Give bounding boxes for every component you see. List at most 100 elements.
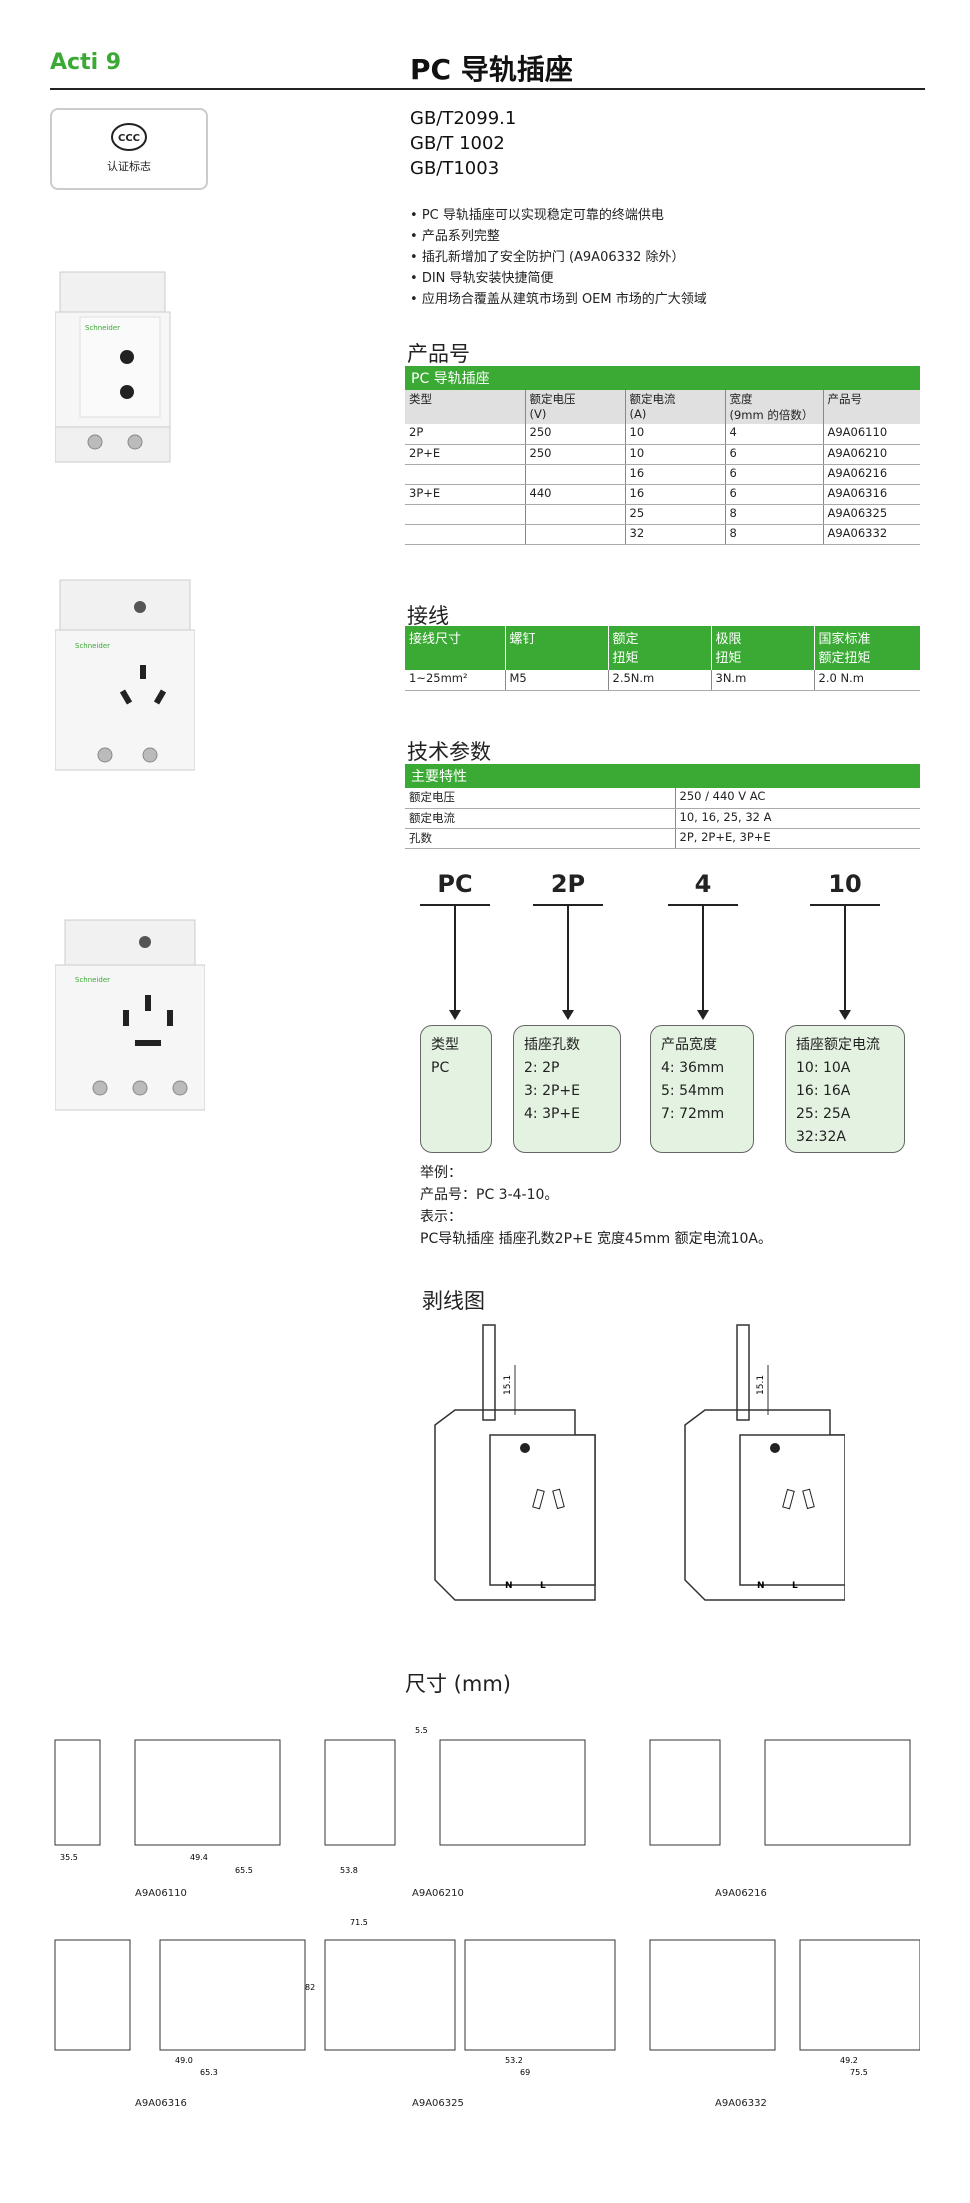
wiring-heading: 接线 (407, 604, 449, 628)
product-table-bar: PC 导轨插座 (405, 366, 920, 390)
ccc-logo-icon: CCC (111, 123, 147, 151)
header-cell: 类型 (405, 390, 526, 424)
code-part-width: 4 (694, 870, 712, 898)
strip-diagram: 15.1 15.1 N L N L (434, 1324, 845, 1601)
code-part-holes: 2P (550, 870, 586, 898)
arrow-down-icon (562, 1010, 574, 1020)
standard-1: GB/T2099.1 (410, 108, 517, 129)
cert-label: 认证标志 (107, 160, 151, 173)
svg-text:L: L (792, 1581, 798, 1591)
svg-text:5.5: 5.5 (415, 1726, 428, 1735)
tech-table-bar: 主要特性 (405, 764, 920, 788)
svg-text:Schneider: Schneider (75, 642, 110, 650)
header-cell: 螺钉 (505, 626, 609, 670)
dim-caption: A9A06110 (135, 1888, 187, 1899)
header-cell: 接线尺寸 (405, 626, 506, 670)
svg-text:49.4: 49.4 (190, 1853, 208, 1862)
dimension-drawings: 35.5 49.4 65.5 53.8 5.5 71.5 82 53.2 69 … (54, 1726, 920, 2077)
feature-item: 插孔新增加了安全防护门 (A9A06332 除外） (410, 247, 707, 268)
svg-text:35.5: 35.5 (60, 1853, 78, 1862)
code-connector (567, 906, 569, 1012)
arrow-down-icon (839, 1010, 851, 1020)
svg-text:15.1: 15.1 (503, 1375, 513, 1395)
code-example: 举例： 产品号：PC 3-4-10。 表示： PC导轨插座 插座孔数2P+E 宽… (420, 1165, 772, 1247)
code-underline (533, 904, 603, 906)
product-image-3pe: Schneider (55, 919, 205, 1111)
dim-caption: A9A06316 (135, 2098, 187, 2109)
svg-text:71.5: 71.5 (350, 1918, 368, 1927)
dim-caption: A9A06216 (715, 1888, 767, 1899)
header-divider (50, 88, 925, 90)
tech-heading: 技术参数 (407, 740, 491, 764)
header-cell: 额定扭矩 (608, 626, 712, 670)
svg-text:53.2: 53.2 (505, 2056, 523, 2065)
svg-text:Schneider: Schneider (85, 324, 120, 332)
product-image-2pe: Schneider (55, 579, 195, 771)
dims-heading: 尺寸 (mm) (405, 1672, 511, 1696)
feature-item: 产品系列完整 (410, 226, 707, 247)
standard-2: GB/T 1002 (410, 133, 505, 154)
svg-text:15.1: 15.1 (756, 1375, 766, 1395)
header-cell: 宽度(9mm 的倍数） (725, 390, 824, 424)
svg-text:N: N (757, 1581, 765, 1591)
code-part-type: PC (437, 870, 473, 898)
header-cell: 额定电压(V) (525, 390, 626, 424)
code-connector (454, 906, 456, 1012)
strip-heading: 剥线图 (422, 1289, 485, 1313)
standard-3: GB/T1003 (410, 158, 500, 179)
feature-list: PC 导轨插座可以实现稳定可靠的终端供电 产品系列完整 插孔新增加了安全防护门 … (410, 205, 707, 310)
svg-text:L: L (540, 1581, 546, 1591)
svg-text:75.5: 75.5 (850, 2068, 868, 2077)
dim-caption: A9A06210 (412, 1888, 464, 1899)
dim-caption: A9A06325 (412, 2098, 464, 2109)
code-part-current: 10 (828, 870, 862, 898)
code-connector (844, 906, 846, 1012)
brand-label: Acti 9 (50, 50, 122, 75)
header-cell: 极限扭矩 (711, 626, 815, 670)
code-connector (702, 906, 704, 1012)
svg-text:69: 69 (520, 2068, 530, 2077)
code-underline (420, 904, 490, 906)
svg-text:65.5: 65.5 (235, 1866, 253, 1875)
svg-text:N: N (505, 1581, 513, 1591)
dim-caption: A9A06332 (715, 2098, 767, 2109)
feature-item: DIN 导轨安装快捷简便 (410, 268, 707, 289)
header-cell: 额定电流(A) (625, 390, 726, 424)
svg-text:82: 82 (305, 1983, 315, 1992)
arrow-down-icon (697, 1010, 709, 1020)
svg-text:CCC: CCC (118, 133, 140, 144)
feature-item: 应用场合覆盖从建筑市场到 OEM 市场的广大领域 (410, 289, 707, 310)
svg-text:Schneider: Schneider (75, 976, 110, 984)
code-underline (810, 904, 880, 906)
certification-box: CCC 认证标志 (50, 108, 208, 190)
arrow-down-icon (449, 1010, 461, 1020)
product-table: PC 导轨插座 类型 额定电压(V) 额定电流(A) 宽度(9mm 的倍数） 产… (405, 366, 920, 545)
header-cell: 产品号 (823, 390, 920, 424)
svg-text:65.3: 65.3 (200, 2068, 218, 2077)
svg-text:49.2: 49.2 (840, 2056, 858, 2065)
code-underline (668, 904, 738, 906)
product-image-2p: Schneider (55, 271, 171, 463)
page-title: PC 导轨插座 (410, 53, 573, 86)
svg-text:53.8: 53.8 (340, 1866, 358, 1875)
svg-text:49.0: 49.0 (175, 2056, 193, 2065)
feature-item: PC 导轨插座可以实现稳定可靠的终端供电 (410, 205, 707, 226)
product-heading: 产品号 (407, 342, 470, 366)
header-cell: 国家标准额定扭矩 (818, 632, 871, 666)
